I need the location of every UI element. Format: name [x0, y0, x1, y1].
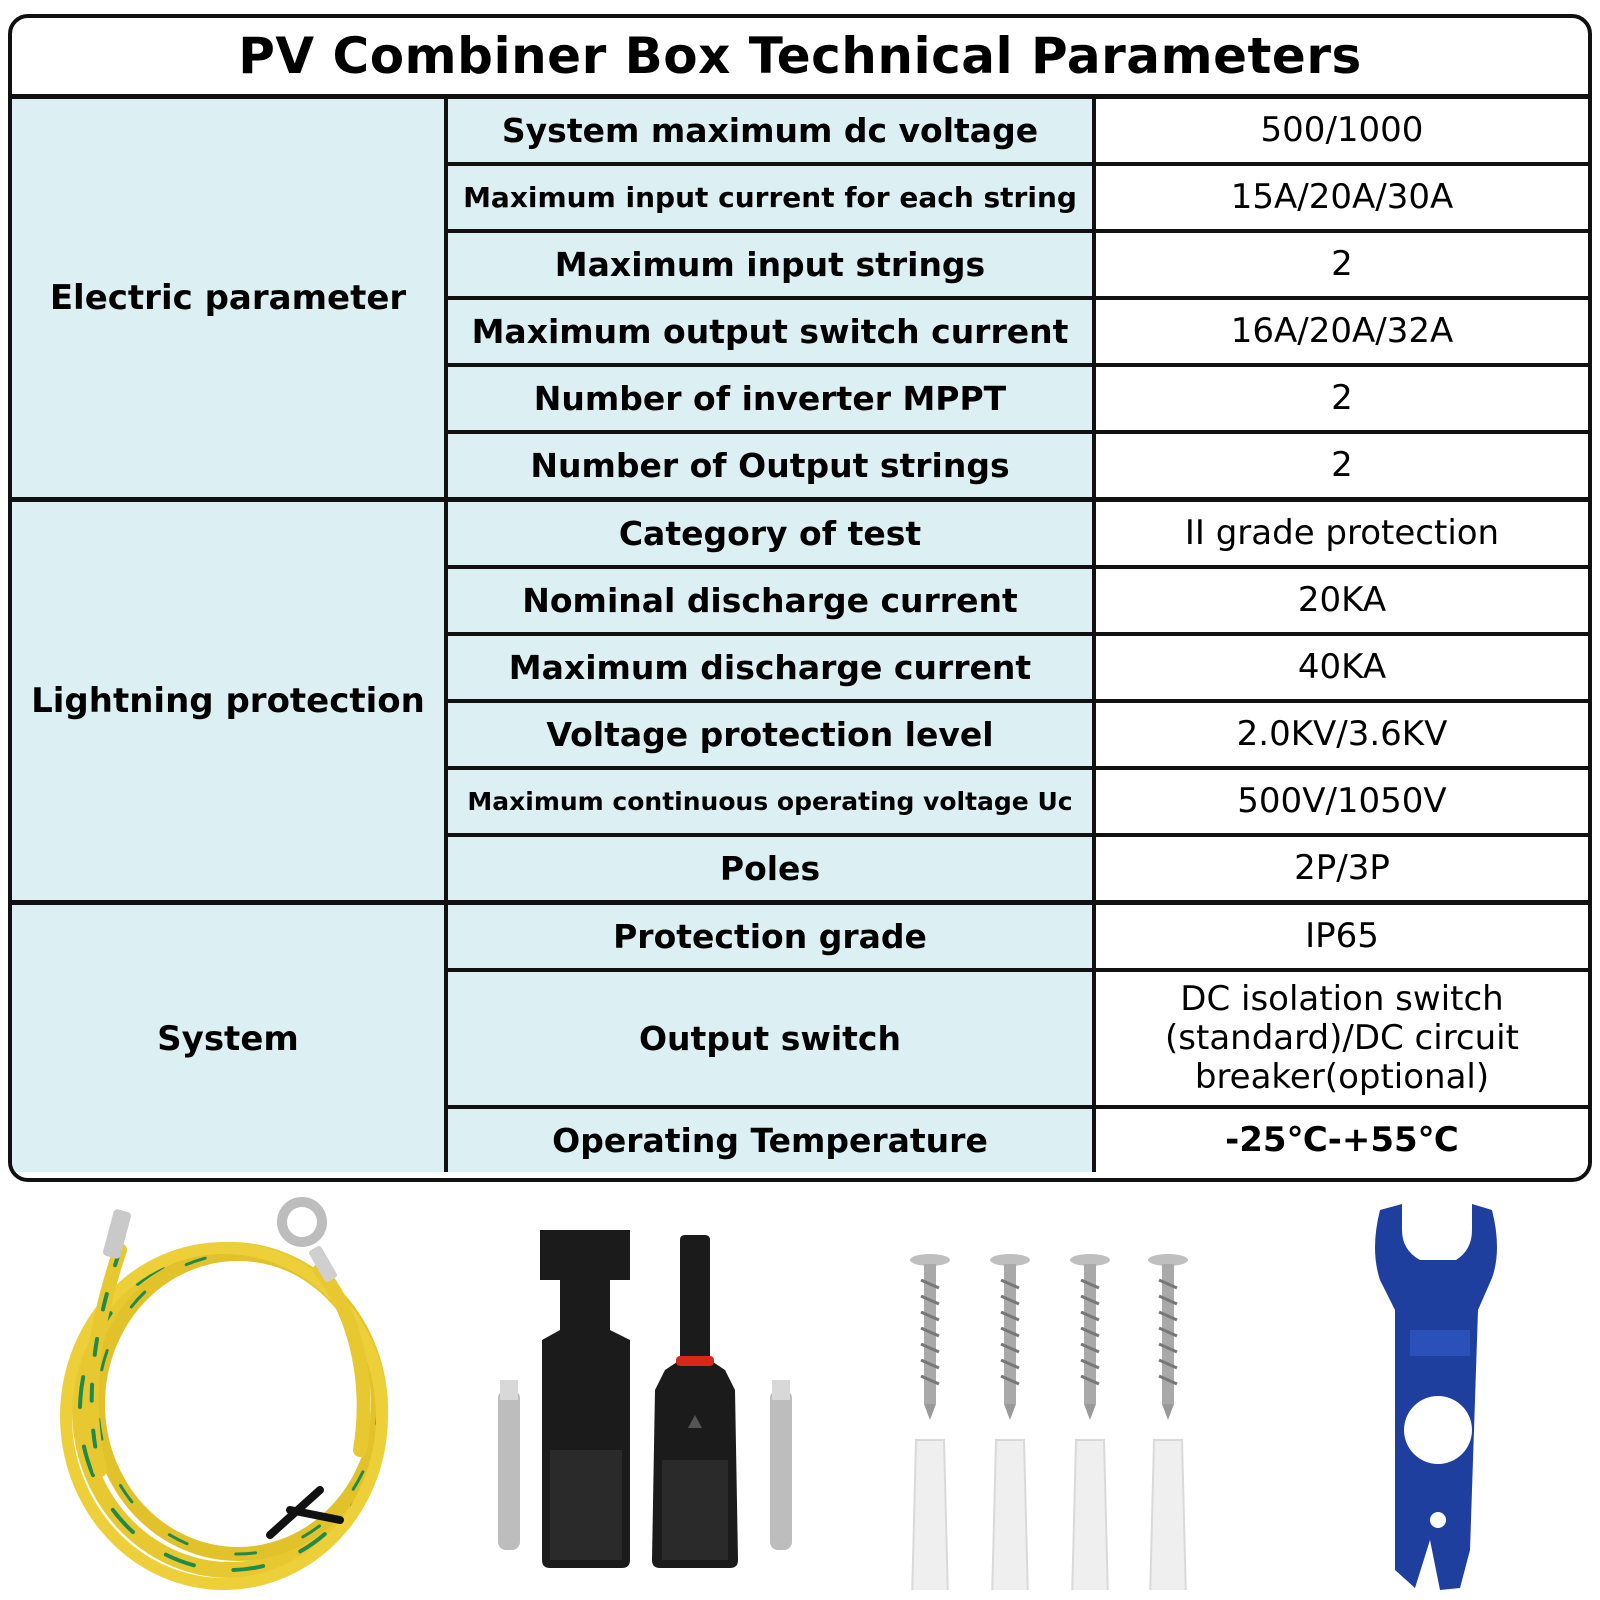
param-name: Output switch: [448, 972, 1096, 1105]
table-row: Protection grade IP65: [448, 905, 1588, 972]
screws-anchors-icon: [910, 1254, 1188, 1590]
table-row: System maximum dc voltage 500/1000: [448, 99, 1588, 166]
param-value: IP65: [1096, 905, 1588, 968]
table-row: Maximum continuous operating voltage Uc …: [448, 770, 1588, 837]
table-title: PV Combiner Box Technical Parameters: [12, 18, 1588, 99]
param-value: 2: [1096, 434, 1588, 497]
table-row: Poles 2P/3P: [448, 837, 1588, 900]
param-value: 40KA: [1096, 636, 1588, 699]
group-label: System: [12, 905, 448, 1172]
group-electric-parameter: Electric parameter System maximum dc vol…: [12, 99, 1588, 502]
spec-table: PV Combiner Box Technical Parameters Ele…: [8, 14, 1592, 1182]
param-name: Maximum output switch current: [448, 300, 1096, 363]
table-row: Voltage protection level 2.0KV/3.6KV: [448, 703, 1588, 770]
param-name: Number of Output strings: [448, 434, 1096, 497]
param-name: Category of test: [448, 502, 1096, 565]
param-name: System maximum dc voltage: [448, 99, 1096, 162]
table-row: Maximum output switch current 16A/20A/32…: [448, 300, 1588, 367]
table-row: Number of inverter MPPT 2: [448, 367, 1588, 434]
table-row: Maximum input strings 2: [448, 233, 1588, 300]
param-name: Maximum input current for each string: [448, 166, 1096, 229]
param-value: 2: [1096, 233, 1588, 296]
param-name: Nominal discharge current: [448, 569, 1096, 632]
param-name: Number of inverter MPPT: [448, 367, 1096, 430]
param-name: Poles: [448, 837, 1096, 900]
param-name: Maximum discharge current: [448, 636, 1096, 699]
param-name: Protection grade: [448, 905, 1096, 968]
param-value: -25℃-+55℃: [1096, 1109, 1588, 1172]
mc4-connector-icon: [498, 1230, 792, 1568]
param-name: Voltage protection level: [448, 703, 1096, 766]
param-value: 2: [1096, 367, 1588, 430]
param-value: 16A/20A/32A: [1096, 300, 1588, 363]
wrench-icon: [1375, 1204, 1497, 1590]
param-name: Maximum continuous operating voltage Uc: [448, 770, 1096, 833]
param-value: DC isolation switch (standard)/DC circui…: [1096, 972, 1588, 1105]
table-row: Maximum discharge current 40KA: [448, 636, 1588, 703]
param-value: II grade protection: [1096, 502, 1588, 565]
table-row: Output switch DC isolation switch (stand…: [448, 972, 1588, 1109]
param-value: 2.0KV/3.6KV: [1096, 703, 1588, 766]
group-label: Lightning protection: [12, 502, 448, 900]
table-row: Maximum input current for each string 15…: [448, 166, 1588, 233]
group-system: System Protection grade IP65 Output swit…: [12, 905, 1588, 1172]
param-name: Maximum input strings: [448, 233, 1096, 296]
ground-wire-icon: [60, 1197, 388, 1590]
param-value: 500V/1050V: [1096, 770, 1588, 833]
table-row: Category of test II grade protection: [448, 502, 1588, 569]
accessories-strip: [0, 1190, 1600, 1600]
param-value: 2P/3P: [1096, 837, 1588, 900]
group-label: Electric parameter: [12, 99, 448, 497]
param-value: 20KA: [1096, 569, 1588, 632]
table-row: Nominal discharge current 20KA: [448, 569, 1588, 636]
table-row: Operating Temperature -25℃-+55℃: [448, 1109, 1588, 1172]
param-name: Operating Temperature: [448, 1109, 1096, 1172]
table-row: Number of Output strings 2: [448, 434, 1588, 497]
group-lightning-protection: Lightning protection Category of test II…: [12, 502, 1588, 905]
param-value: 500/1000: [1096, 99, 1588, 162]
param-value: 15A/20A/30A: [1096, 166, 1588, 229]
